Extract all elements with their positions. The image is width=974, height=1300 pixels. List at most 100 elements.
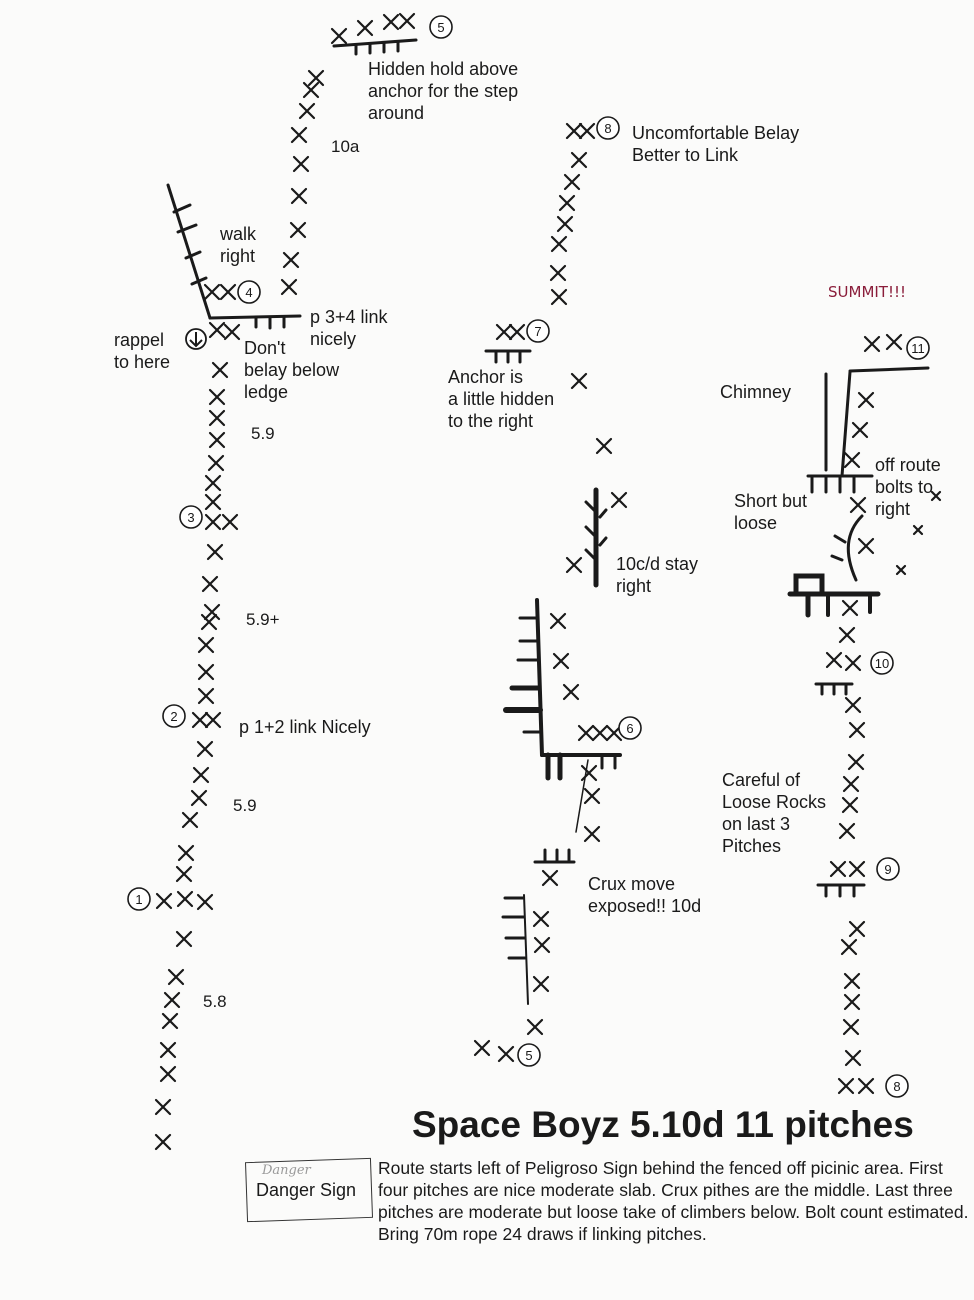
bolt-mark <box>843 972 861 990</box>
note-uncomfortable-belay: Uncomfortable Belay Better to Link <box>632 123 800 165</box>
bolt-mark <box>302 81 320 99</box>
bolt-mark <box>583 787 601 805</box>
bolt-mark <box>842 1018 860 1036</box>
anchor-marker-11: 11 <box>906 336 930 360</box>
bolt-mark <box>292 155 310 173</box>
bolt-mark <box>159 1065 177 1083</box>
bolt-mark <box>208 321 226 339</box>
bolt-mark <box>154 1133 172 1151</box>
bolt-mark <box>175 865 193 883</box>
bolt-mark <box>838 626 856 644</box>
anchor-marker-7: 7 <box>526 319 550 343</box>
bolt-mark <box>591 724 609 742</box>
bolt-mark <box>204 474 222 492</box>
bolt-mark <box>843 451 861 469</box>
bolt-mark <box>841 796 859 814</box>
bolt-mark <box>930 490 942 502</box>
note-anchor-hidden: Anchor is a little hidden to the right <box>448 367 555 431</box>
anchor-number: 8 <box>604 121 611 136</box>
bolt-mark <box>912 524 924 536</box>
bolt-mark <box>197 636 215 654</box>
bolt-mark <box>204 513 222 531</box>
bolt-mark <box>159 1041 177 1059</box>
bolt-mark <box>211 361 229 379</box>
bolt-mark <box>330 27 348 45</box>
bolt-mark <box>197 663 215 681</box>
bolt-mark <box>844 654 862 672</box>
grade-pitch-4: 5.9 <box>251 424 275 443</box>
bolt-mark <box>844 1049 862 1067</box>
anchor-marker-2: 2 <box>162 704 186 728</box>
bolt-mark <box>541 869 559 887</box>
bolt-mark <box>532 910 550 928</box>
bolt-mark <box>552 652 570 670</box>
bolt-mark <box>895 564 907 576</box>
anchor-marker-9: 9 <box>876 857 900 881</box>
anchor-number: 8 <box>893 1079 900 1094</box>
bolt-mark <box>848 920 866 938</box>
bolt-mark <box>558 194 576 212</box>
summit-label: SUMMIT!!! <box>828 283 907 301</box>
bolt-mark <box>221 513 239 531</box>
bolt-mark <box>841 599 859 617</box>
bolt-mark <box>161 1012 179 1030</box>
bolt-mark <box>208 409 226 427</box>
bolt-mark <box>526 1018 544 1036</box>
bolt-mark <box>848 860 866 878</box>
bolt-marks <box>154 12 942 1151</box>
bolt-mark <box>550 288 568 306</box>
anchor-number: 6 <box>626 721 633 736</box>
note-p12-link: p 1+2 link Nicely <box>239 717 371 737</box>
bolt-mark <box>577 724 595 742</box>
note-dont-belay: Don't belay below ledge <box>244 338 340 402</box>
anchor-number: 10 <box>875 656 889 671</box>
bolt-mark <box>175 930 193 948</box>
anchor-marker-5: 5 <box>517 1043 541 1067</box>
bolt-mark <box>192 766 210 784</box>
note-walk-right: walk right <box>220 224 257 266</box>
note-hidden-hold: Hidden hold above anchor for the step ar… <box>368 59 519 123</box>
bolt-mark <box>204 711 222 729</box>
anchor-number: 3 <box>187 510 194 525</box>
bolt-mark <box>206 543 224 561</box>
anchor-marker-5: 5 <box>429 15 453 39</box>
bolt-mark <box>595 437 613 455</box>
bolt-mark <box>177 844 195 862</box>
bolt-mark <box>847 753 865 771</box>
bolt-mark <box>203 603 221 621</box>
bolt-mark <box>508 323 526 341</box>
bolt-mark <box>163 991 181 1009</box>
anchor-marker-8: 8 <box>596 116 620 140</box>
bolt-mark <box>583 825 601 843</box>
bolt-mark <box>848 721 866 739</box>
route-description: Route starts left of Peligroso Sign behi… <box>378 1158 969 1244</box>
note-p34-link: p 3+4 link nicely <box>310 307 388 349</box>
anchor-marker-1: 1 <box>127 887 151 911</box>
note-chimney: Chimney <box>720 382 792 402</box>
danger-sign-label: Danger Sign <box>256 1180 357 1200</box>
bolt-mark <box>885 333 903 351</box>
bolt-mark <box>298 102 316 120</box>
bolt-mark <box>843 993 861 1011</box>
bolt-mark <box>203 283 221 301</box>
anchor-number: 1 <box>135 892 142 907</box>
bolt-mark <box>398 12 416 30</box>
bolt-mark <box>190 789 208 807</box>
grade-pitch-5: 10a <box>331 137 360 156</box>
note-stay-right: 10c/d stay right <box>616 554 699 596</box>
bolt-mark <box>282 251 300 269</box>
bolt-mark <box>207 454 225 472</box>
bolt-mark <box>549 612 567 630</box>
bolt-mark <box>280 278 298 296</box>
anchor-marker-8: 8 <box>885 1074 909 1098</box>
bolt-mark <box>829 860 847 878</box>
anchor-number: 4 <box>245 285 252 300</box>
bolt-mark <box>563 173 581 191</box>
bolt-mark <box>201 575 219 593</box>
note-rappel: rappel to here <box>114 330 171 372</box>
bolt-mark <box>844 696 862 714</box>
anchor-number: 9 <box>884 862 891 877</box>
rappel-arrow-icon <box>185 328 207 350</box>
bolt-mark <box>840 938 858 956</box>
bolt-mark <box>578 122 596 140</box>
